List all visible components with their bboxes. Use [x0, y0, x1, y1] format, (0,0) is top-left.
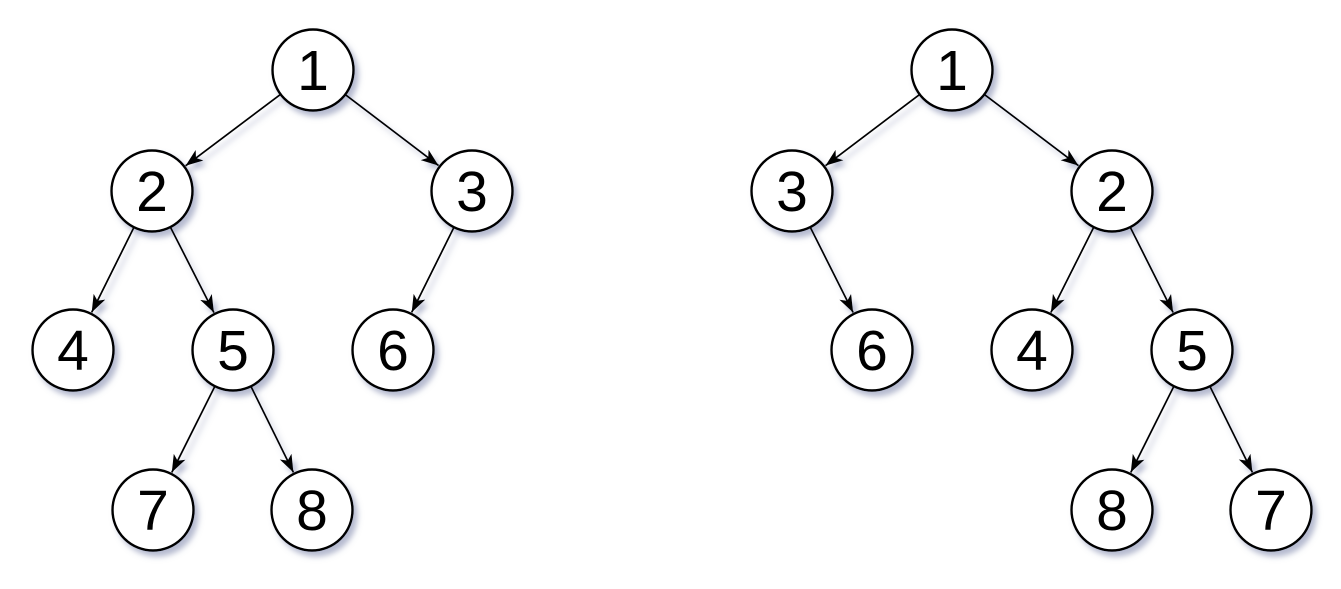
right-binary-tree: 1 3 2 6 4 5 8 7	[750, 28, 1313, 552]
tree-node: 3	[430, 149, 514, 233]
tree-node-circle	[191, 308, 275, 392]
tree-node: 7	[111, 468, 195, 552]
tree-node-label: 4	[1016, 319, 1048, 383]
tree-node: 2	[110, 149, 194, 233]
tree-node: 5	[1150, 308, 1234, 392]
tree-node: 6	[351, 308, 435, 392]
tree-node-circle	[110, 149, 194, 233]
tree-node-circle	[271, 28, 355, 112]
tree-edge-2-to-5	[169, 226, 215, 313]
tree-edge-3-to-6	[410, 226, 455, 313]
tree-node-label: 7	[137, 479, 169, 543]
tree-node-circle	[351, 308, 435, 392]
tree-node-circle	[430, 149, 514, 233]
tree-edge-1-to-3	[824, 93, 921, 167]
tree-node: 2	[1070, 149, 1154, 233]
tree-node-label: 4	[57, 319, 89, 383]
tree-node-label: 5	[217, 319, 249, 383]
tree-edge-2-to-4	[1050, 226, 1095, 313]
tree-node-circle	[1070, 149, 1154, 233]
tree-node: 5	[191, 308, 275, 392]
left-binary-tree: 1 2 3 4 5 6 7 8	[31, 28, 514, 552]
tree-node-label: 8	[296, 479, 328, 543]
tree-node-label: 3	[776, 160, 808, 224]
tree-edge-1-to-3	[344, 93, 440, 167]
tree-edge-3-to-6	[809, 226, 854, 313]
tree-node-circle	[1229, 468, 1313, 552]
tree-edge-5-to-8	[250, 385, 295, 473]
tree-edge-2-to-5	[1129, 226, 1174, 313]
tree-edge-1-to-2	[185, 93, 282, 167]
tree-node-circle	[910, 28, 994, 112]
tree-node-label: 1	[297, 39, 329, 103]
tree-node-label: 2	[136, 160, 168, 224]
tree-node-circle	[1070, 468, 1154, 552]
tree-node-label: 5	[1176, 319, 1208, 383]
tree-node: 3	[750, 149, 834, 233]
tree-node: 4	[990, 308, 1074, 392]
tree-node-circle	[990, 308, 1074, 392]
tree-node-circle	[750, 149, 834, 233]
tree-edge-2-to-4	[90, 226, 135, 313]
tree-node-label: 6	[377, 319, 409, 383]
tree-node: 1	[271, 28, 355, 112]
tree-node-circle	[270, 468, 354, 552]
tree-node-label: 2	[1096, 160, 1128, 224]
tree-edge-1-to-2	[983, 93, 1080, 167]
tree-node-label: 3	[456, 160, 488, 224]
tree-node-circle	[31, 308, 115, 392]
tree-node: 6	[830, 308, 914, 392]
tree-node: 8	[1070, 468, 1154, 552]
tree-node-label: 1	[936, 39, 968, 103]
tree-node: 1	[910, 28, 994, 112]
tree-node: 4	[31, 308, 115, 392]
tree-node-label: 8	[1096, 479, 1128, 543]
tree-node-circle	[830, 308, 914, 392]
tree-node: 8	[270, 468, 354, 552]
tree-edge-5-to-8	[1130, 385, 1175, 473]
tree-edge-5-to-7	[1209, 385, 1254, 473]
tree-node-circle	[111, 468, 195, 552]
tree-node-circle	[1150, 308, 1234, 392]
tree-node: 7	[1229, 468, 1313, 552]
tree-edge-5-to-7	[171, 385, 216, 473]
tree-node-label: 6	[856, 319, 888, 383]
tree-node-label: 7	[1255, 479, 1287, 543]
